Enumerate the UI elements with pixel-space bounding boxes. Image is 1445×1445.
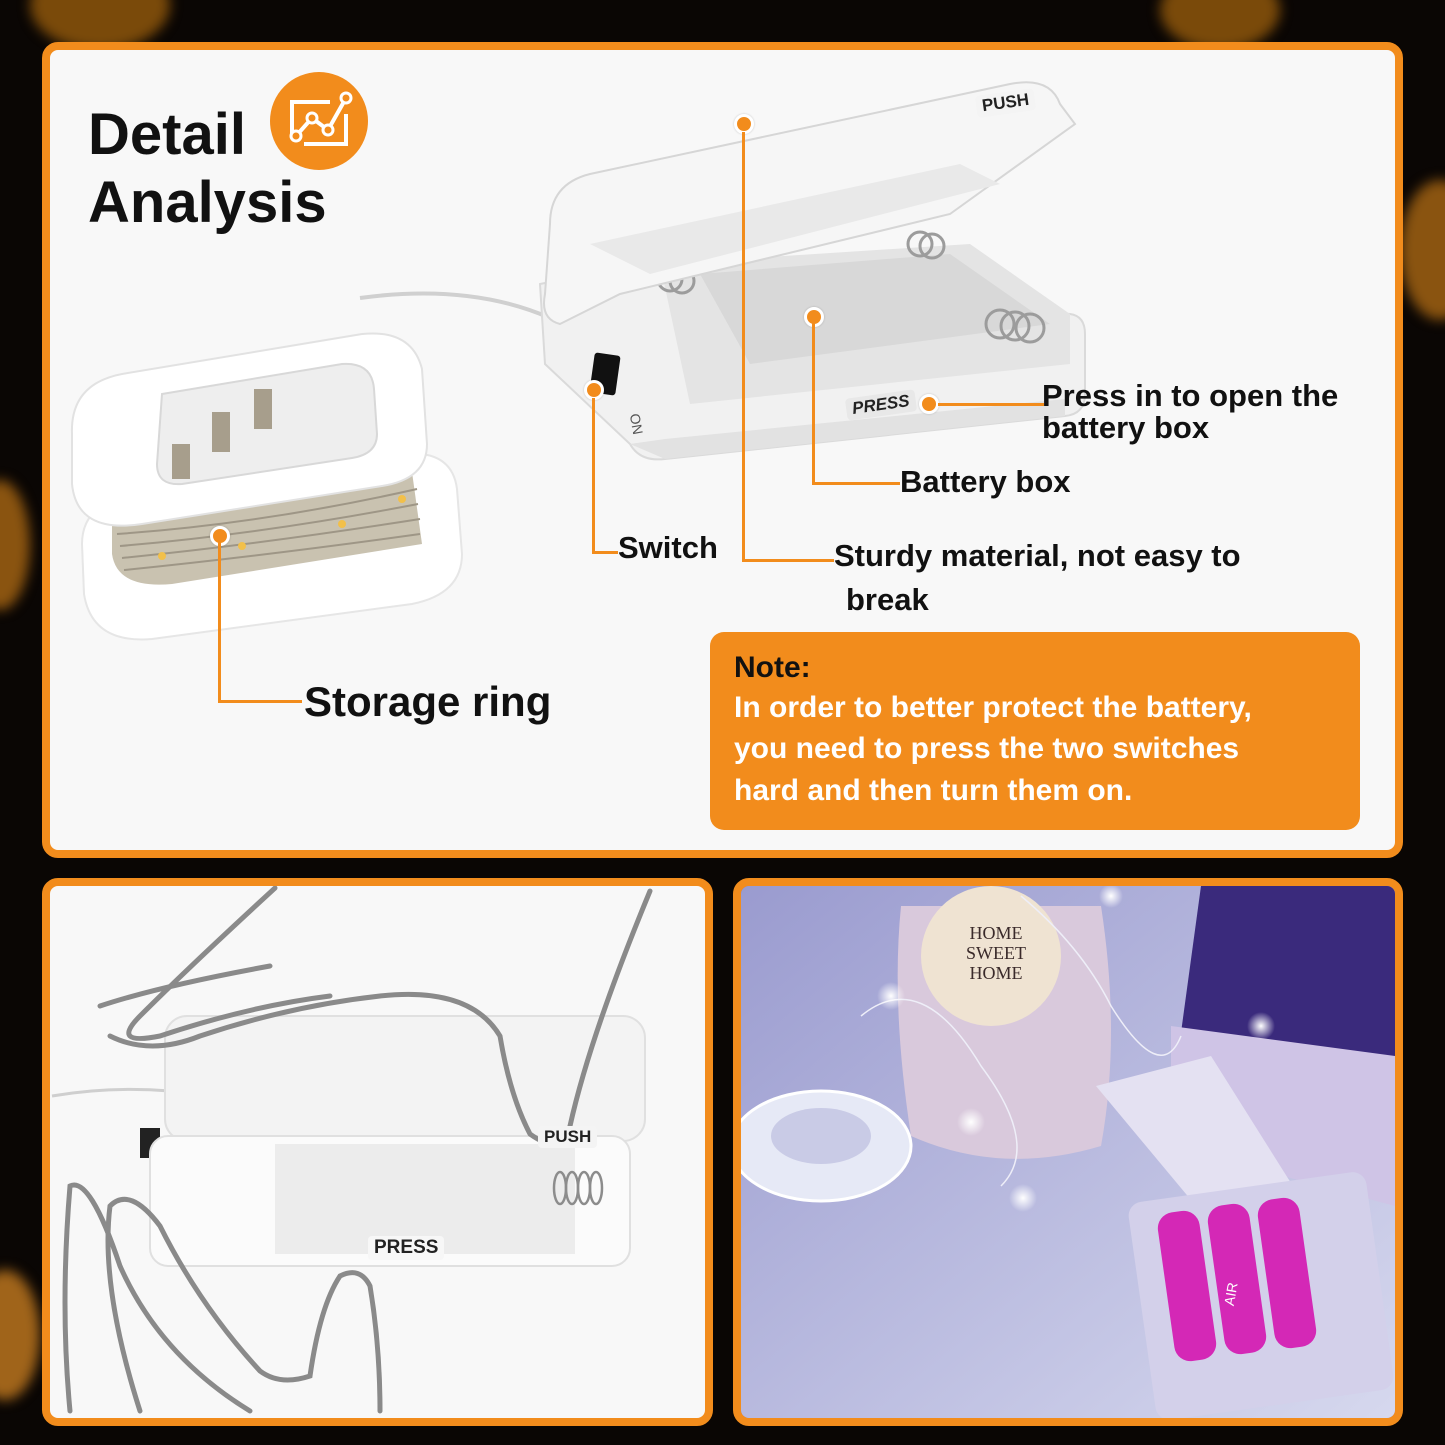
battery-box-image: PUSH PRESS ON <box>530 64 1090 474</box>
page-title-line1: Detail <box>88 102 246 167</box>
bokeh-light <box>0 480 30 610</box>
sturdy-label-line1: Sturdy material, not easy to <box>834 538 1241 573</box>
note-box: Note: In order to better protect the bat… <box>710 632 1360 830</box>
hands-and-box-illustration <box>51 886 653 1414</box>
page-title-line2: Analysis <box>88 170 327 235</box>
press-latch-marker <box>919 394 939 414</box>
storage-ring-label: Storage ring <box>304 678 552 725</box>
lid-marker <box>734 114 754 134</box>
note-line-2: you need to press the two switches <box>734 732 1240 766</box>
sturdy-leader-vertical <box>742 132 745 562</box>
press-to-open-label-line1: Press in to open the <box>1042 378 1339 413</box>
home-sweet-home-sign: HOME SWEET HOME <box>966 923 1026 983</box>
note-line-1: In order to better protect the battery, <box>734 691 1252 724</box>
press-tag: PRESS <box>368 1236 445 1260</box>
storage-ring-image <box>62 294 482 644</box>
storage-ring-leader-horizontal <box>218 700 302 703</box>
battery-box-leader-horizontal <box>812 482 900 485</box>
lifestyle-photo <box>741 886 1395 1418</box>
chart-line-icon <box>270 72 368 170</box>
open-instruction-panel: PUSH PRESS <box>42 878 713 1426</box>
switch-leader-horizontal <box>592 551 618 554</box>
battery-box-leader-vertical <box>812 322 815 485</box>
press-to-open-label-line2: battery box <box>1042 410 1210 445</box>
note-title: Note: <box>734 651 811 684</box>
on-marking: ON <box>626 412 647 436</box>
lifestyle-photo-panel: HOME SWEET HOME AIR <box>733 878 1403 1426</box>
bokeh-light <box>1400 180 1445 320</box>
sturdy-leader-horizontal <box>742 559 834 562</box>
sturdy-label-line2: break <box>846 582 929 617</box>
push-tag: PUSH <box>538 1126 598 1148</box>
storage-ring-leader-vertical <box>218 540 221 702</box>
cable <box>359 291 589 330</box>
note-line-3: hard and then turn them on. <box>734 773 1133 807</box>
bokeh-light <box>0 1270 40 1400</box>
press-leader <box>938 403 1044 406</box>
battery-box-label: Battery box <box>900 464 1071 499</box>
switch-marker <box>584 380 604 400</box>
switch-label: Switch <box>618 530 718 565</box>
detail-analysis-panel: Detail Analysis <box>42 42 1403 858</box>
switch-leader-vertical <box>592 398 595 554</box>
